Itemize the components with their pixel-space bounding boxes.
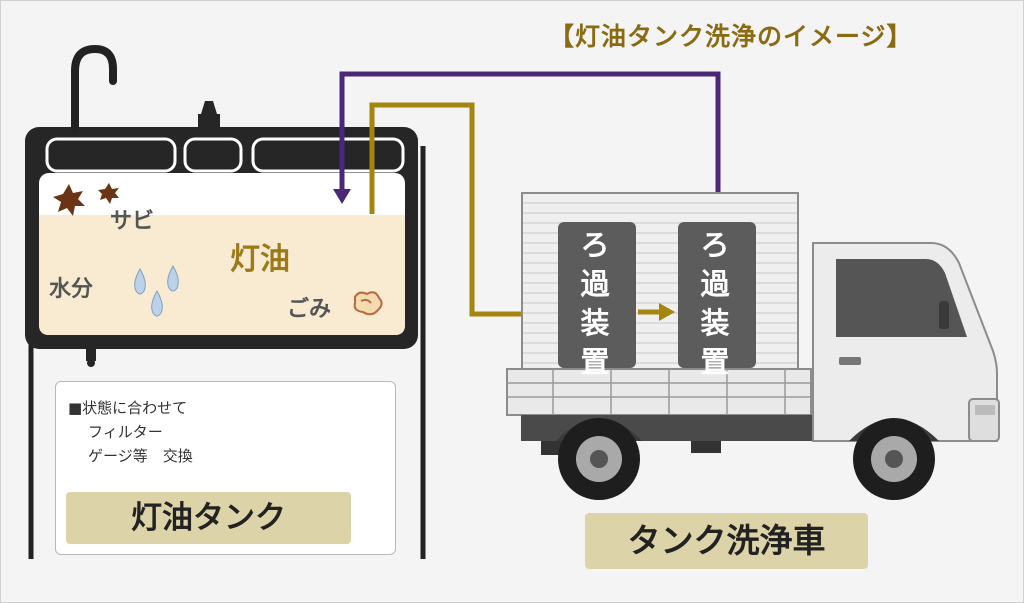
filter-2-char: 装 [700, 306, 730, 340]
water-label: 水分 [49, 277, 94, 302]
return-line [339, 71, 721, 222]
suction-line [369, 102, 541, 317]
rust-icon-small [98, 183, 119, 204]
return-arrowhead [333, 189, 351, 204]
maintenance-note-panel: ■状態に合わせて フィルター ゲージ等 交換 灯油タンク [55, 381, 396, 555]
diagram-title: 【灯油タンク洗浄のイメージ】 [549, 22, 913, 51]
filter-2-char: 置 [700, 345, 730, 379]
vent-pipe [71, 44, 117, 133]
rust-label: サビ [110, 209, 155, 234]
filter-1-char: ろ [580, 228, 610, 262]
filter-2-char: ろ [700, 228, 730, 262]
filter-link-arrowhead [659, 303, 675, 321]
cleaning-truck [506, 192, 1000, 500]
filter-1-char: 置 [580, 345, 610, 379]
front-wheel [853, 418, 935, 500]
filler-cap [198, 101, 220, 130]
note-line-1: ■状態に合わせて [68, 399, 188, 417]
filter-unit-1 [558, 222, 636, 368]
filter-1-char: 装 [580, 306, 610, 340]
rear-wheel [558, 418, 640, 500]
kerosene-label: 灯油 [230, 242, 290, 277]
kerosene-liquid [39, 215, 405, 335]
dirt-label: ごみ [287, 297, 332, 322]
rust-icon [53, 184, 85, 216]
filter-1-char: 過 [580, 267, 610, 301]
dirt-icon [353, 291, 383, 316]
filter-unit-2 [678, 222, 756, 368]
tank-badge: 灯油タンク [66, 492, 351, 544]
truck-badge: タンク洗浄車 [585, 513, 868, 569]
note-line-2: フィルター [88, 423, 163, 441]
filter-2-char: 過 [700, 267, 730, 301]
filter-unit-1-label: ろ 過 装 置 [558, 226, 632, 382]
note-line-3: ゲージ等 交換 [88, 447, 193, 465]
kerosene-tank [25, 127, 418, 367]
water-drops-icon [134, 264, 179, 317]
filter-unit-2-label: ろ 過 装 置 [678, 226, 752, 382]
